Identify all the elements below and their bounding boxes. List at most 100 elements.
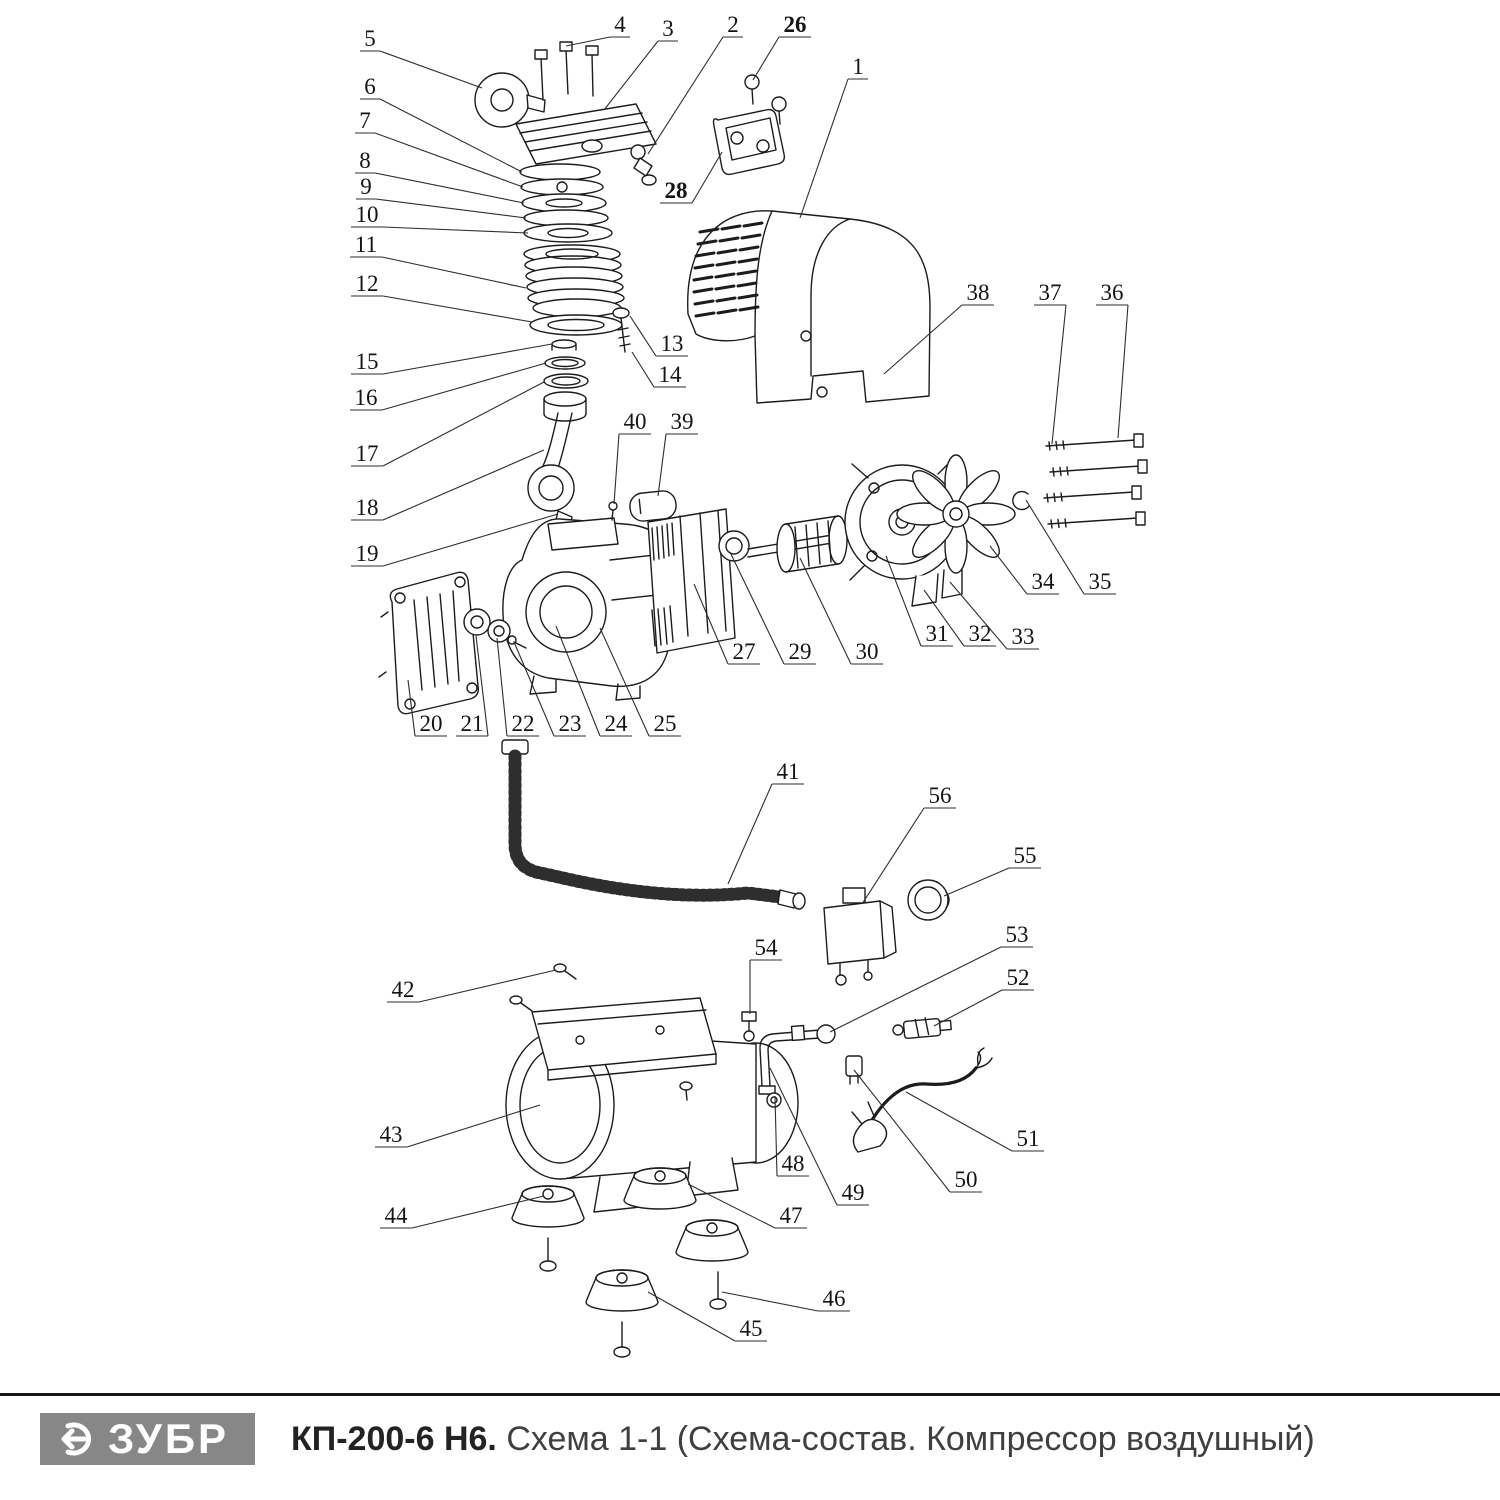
part-mount-tabs <box>911 567 963 607</box>
callout-5: 5 <box>360 26 483 89</box>
callout-number: 41 <box>777 759 800 784</box>
callout-number: 40 <box>624 409 647 434</box>
part-crankcase <box>502 517 673 701</box>
part-rear-bearing <box>718 530 750 562</box>
callout-number: 21 <box>461 711 484 736</box>
callout-39: 39 <box>657 409 698 497</box>
callout-number: 19 <box>356 541 379 566</box>
callout-number: 38 <box>967 280 990 305</box>
part-stator <box>647 508 736 654</box>
callout-number: 9 <box>360 174 372 199</box>
part-circlip <box>1012 490 1030 511</box>
callout-30: 30 <box>799 557 883 665</box>
part-power-cord <box>851 1047 993 1153</box>
callout-28: 28 <box>660 151 723 204</box>
callout-number: 2 <box>727 12 739 37</box>
part-nut <box>766 1092 782 1108</box>
callout-number: 10 <box>356 202 379 227</box>
callout-number: 17 <box>356 441 379 466</box>
callout-29: 29 <box>729 551 816 665</box>
callout-4: 4 <box>565 12 630 47</box>
callout-15: 15 <box>351 343 553 375</box>
callout-number: 37 <box>1039 280 1062 305</box>
schema-subtitle: Схема 1-1 (Схема-состав. Компрессор возд… <box>506 1419 1315 1458</box>
callout-22: 22 <box>496 637 539 737</box>
callout-40: 40 <box>613 409 651 505</box>
callout-9: 9 <box>356 174 527 219</box>
part-through-bolts <box>1043 433 1148 529</box>
part-mount-platform <box>531 997 717 1081</box>
callout-2: 2 <box>647 12 743 155</box>
callout-33: 33 <box>949 581 1039 650</box>
callout-number: 32 <box>969 621 992 646</box>
callout-47: 47 <box>687 1183 807 1229</box>
callout-17: 17 <box>351 381 545 467</box>
part-pin <box>608 501 618 521</box>
callout-21: 21 <box>456 635 489 737</box>
callout-24: 24 <box>555 625 632 737</box>
callout-number: 43 <box>380 1122 403 1147</box>
part-piston <box>543 391 587 422</box>
callout-number: 22 <box>512 711 535 736</box>
callout-50: 50 <box>853 1069 982 1193</box>
part-front-bearing <box>487 619 511 643</box>
brand-name: ЗУБР <box>108 1415 230 1462</box>
callout-number: 35 <box>1089 569 1112 594</box>
callout-10: 10 <box>351 202 529 234</box>
callout-31: 31 <box>885 555 953 647</box>
callout-49: 49 <box>769 1067 869 1206</box>
part-piston-rings <box>543 356 589 389</box>
part-shaft-seal <box>463 608 491 636</box>
callout-number: 31 <box>926 621 949 646</box>
callout-23: 23 <box>513 641 586 737</box>
callout-12: 12 <box>351 271 533 323</box>
part-outlet-pipe <box>758 1024 836 1095</box>
callout-number: 20 <box>420 711 443 736</box>
part-elbow-fitting <box>630 144 657 186</box>
part-cylinder-gasket <box>529 314 623 336</box>
callout-43: 43 <box>375 1104 541 1148</box>
part-bracket <box>712 108 786 176</box>
part-fan <box>896 454 1016 574</box>
part-rubber-feet <box>511 1167 749 1358</box>
part-screws <box>509 963 693 1101</box>
schema-title: КП-200-6 Н6. Схема 1-1 (Схема-состав. Ко… <box>291 1420 1315 1459</box>
callout-number: 54 <box>755 935 779 960</box>
callout-42: 42 <box>387 969 557 1003</box>
callout-number: 6 <box>364 74 376 99</box>
part-capacitor <box>629 490 677 522</box>
callout-number: 47 <box>780 1203 803 1228</box>
callout-number: 14 <box>659 362 683 387</box>
callout-54: 54 <box>749 935 782 1014</box>
callout-number: 11 <box>355 232 377 257</box>
callout-number: 24 <box>605 711 629 736</box>
callout-number: 29 <box>789 639 812 664</box>
callout-46: 46 <box>721 1286 850 1312</box>
footer: ЗУБР КП-200-6 Н6. Схема 1-1 (Схема-соста… <box>0 1393 1500 1500</box>
callout-18: 18 <box>351 449 545 521</box>
callout-number: 15 <box>356 349 379 374</box>
part-cover-cap <box>907 879 950 921</box>
callout-35: 35 <box>1025 499 1116 595</box>
callout-36: 36 <box>1096 280 1129 439</box>
part-head-gaskets <box>519 163 613 243</box>
part-head-bolts <box>534 41 599 101</box>
callout-number: 55 <box>1014 843 1037 868</box>
part-piston-pin <box>551 339 577 351</box>
callout-51: 51 <box>905 1091 1044 1152</box>
callout-number: 56 <box>929 783 952 808</box>
callout-number: 49 <box>842 1180 865 1205</box>
part-rotor <box>747 515 881 573</box>
callout-41: 41 <box>727 759 804 885</box>
part-cylinder-head <box>515 103 657 165</box>
callout-13: 13 <box>629 315 688 357</box>
part-bracket-bolts <box>744 74 787 125</box>
callout-number: 8 <box>359 148 371 173</box>
callout-number: 51 <box>1017 1126 1040 1151</box>
callout-25: 25 <box>599 627 681 737</box>
part-check-valve <box>892 1016 952 1039</box>
callout-1: 1 <box>799 54 868 219</box>
callout-37: 37 <box>1034 280 1067 445</box>
